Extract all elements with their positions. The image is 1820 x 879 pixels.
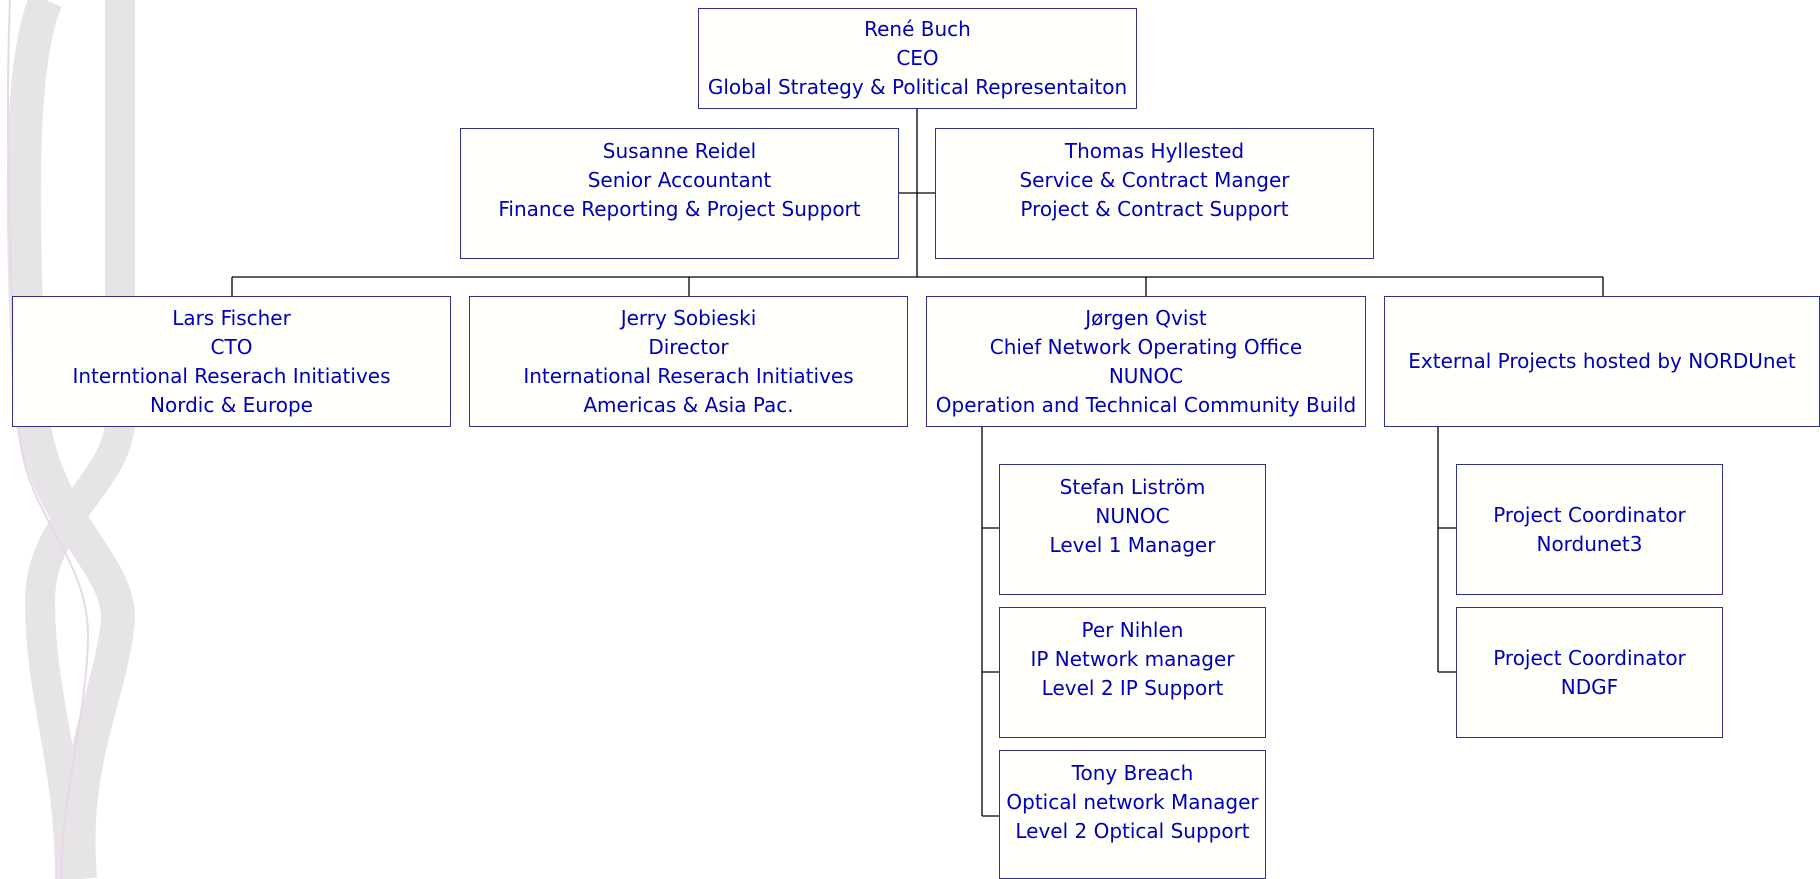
node-role: Operation and Technical Community Build bbox=[935, 392, 1357, 417]
node-title: Project Coordinator bbox=[1493, 645, 1686, 670]
node-name: Lars Fischer bbox=[172, 305, 291, 330]
node-role: Level 2 IP Support bbox=[1041, 676, 1224, 700]
node-name: Susanne Reidel bbox=[602, 139, 757, 163]
node-title: Project Coordinator bbox=[1493, 502, 1686, 527]
node-title: Chief Network Operating Office bbox=[989, 334, 1303, 359]
node-title: Service & Contract Manger bbox=[1019, 168, 1290, 192]
node-name: Stefan Liström bbox=[1059, 475, 1206, 499]
node-fischer: Lars Fischer CTO Interntional Reserach I… bbox=[12, 296, 451, 427]
node-name: External Projects hosted by NORDUnet bbox=[1408, 349, 1796, 373]
node-role: Level 1 Manager bbox=[1049, 533, 1216, 557]
node-role: Level 2 Optical Support bbox=[1015, 819, 1250, 843]
node-region: Nordic & Europe bbox=[150, 392, 313, 417]
node-name: René Buch bbox=[864, 17, 971, 41]
node-region: Americas & Asia Pac. bbox=[583, 392, 794, 417]
node-breach: Tony Breach Optical network Manager Leve… bbox=[999, 750, 1266, 879]
node-breach-text: Tony Breach Optical network Manager Leve… bbox=[1006, 759, 1258, 846]
decor-stroke-thin bbox=[7, 0, 90, 879]
node-external-text: External Projects hosted by NORDUnet bbox=[1408, 347, 1795, 376]
node-unit: NUNOC bbox=[1095, 504, 1170, 528]
node-ceo: René Buch CEO Global Strategy & Politica… bbox=[698, 8, 1137, 109]
node-role: Finance Reporting & Project Support bbox=[498, 197, 861, 221]
node-name: Per Nihlen bbox=[1081, 618, 1184, 642]
node-role: Project & Contract Support bbox=[1020, 197, 1289, 221]
node-external-projects: External Projects hosted by NORDUnet bbox=[1384, 296, 1820, 427]
node-coordinator-ndgf: Project Coordinator NDGF bbox=[1456, 607, 1723, 738]
node-unit: NUNOC bbox=[1108, 363, 1184, 388]
node-title: Director bbox=[648, 334, 729, 359]
node-title: IP Network manager bbox=[1030, 647, 1235, 671]
node-name: Jørgen Qvist bbox=[1085, 305, 1207, 330]
node-title: CTO bbox=[210, 334, 253, 359]
node-project: Nordunet3 bbox=[1536, 531, 1643, 556]
node-ceo-text: René Buch CEO Global Strategy & Politica… bbox=[708, 15, 1127, 102]
node-role: International Reserach Initiatives bbox=[523, 363, 854, 388]
node-hyllested: Thomas Hyllested Service & Contract Mang… bbox=[935, 128, 1374, 259]
node-listrom-text: Stefan Liström NUNOC Level 1 Manager bbox=[1050, 473, 1216, 560]
node-role: Global Strategy & Political Representait… bbox=[707, 75, 1128, 99]
node-listrom: Stefan Liström NUNOC Level 1 Manager bbox=[999, 464, 1266, 595]
node-reidel-text: Susanne Reidel Senior Accountant Finance… bbox=[498, 137, 860, 224]
node-hyllested-text: Thomas Hyllested Service & Contract Mang… bbox=[1019, 137, 1289, 224]
node-nordunet3-text: Project Coordinator Nordunet3 bbox=[1493, 501, 1686, 559]
node-sobieski-text: Jerry Sobieski Director International Re… bbox=[523, 304, 853, 420]
node-nihlen: Per Nihlen IP Network manager Level 2 IP… bbox=[999, 607, 1266, 738]
node-sobieski: Jerry Sobieski Director International Re… bbox=[469, 296, 908, 427]
node-name: Jerry Sobieski bbox=[620, 305, 757, 330]
node-name: Thomas Hyllested bbox=[1064, 139, 1245, 163]
node-title: Optical network Manager bbox=[1006, 790, 1259, 814]
node-title: Senior Accountant bbox=[587, 168, 772, 192]
node-nihlen-text: Per Nihlen IP Network manager Level 2 IP… bbox=[1030, 616, 1234, 703]
node-name: Tony Breach bbox=[1071, 761, 1194, 785]
node-role: Interntional Reserach Initiatives bbox=[72, 363, 391, 388]
node-title: CEO bbox=[896, 46, 939, 70]
node-fischer-text: Lars Fischer CTO Interntional Reserach I… bbox=[72, 304, 390, 420]
node-project: NDGF bbox=[1560, 674, 1619, 699]
node-reidel: Susanne Reidel Senior Accountant Finance… bbox=[460, 128, 899, 259]
decor-stroke-inner bbox=[24, 0, 135, 879]
decorative-background-swirl bbox=[6, 0, 135, 879]
node-ndgf-text: Project Coordinator NDGF bbox=[1493, 644, 1686, 702]
node-qvist-text: Jørgen Qvist Chief Network Operating Off… bbox=[936, 304, 1356, 420]
node-coordinator-nordunet3: Project Coordinator Nordunet3 bbox=[1456, 464, 1723, 595]
node-qvist: Jørgen Qvist Chief Network Operating Off… bbox=[926, 296, 1366, 427]
